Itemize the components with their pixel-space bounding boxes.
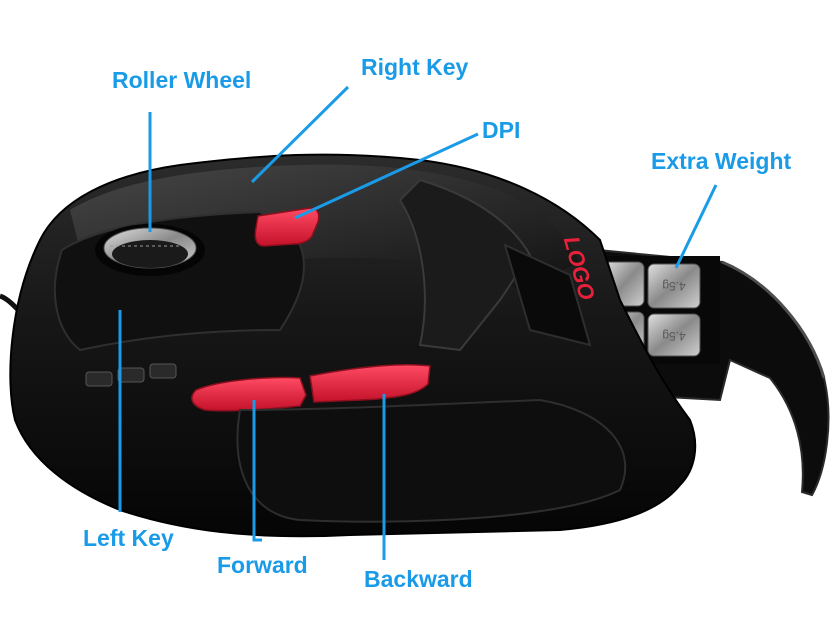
leader-dpi (294, 132, 479, 220)
callout-lines (118, 85, 718, 560)
dpi-button (254, 207, 320, 247)
side-buttons (85, 363, 177, 387)
label-dpi: DPI (482, 117, 521, 143)
label-forward: Forward (217, 552, 308, 578)
label-left-key: Left Key (83, 525, 174, 551)
weight-marking-1: 4.5g (662, 279, 685, 293)
thumb-rest (236, 398, 627, 523)
label-right-key: Right Key (361, 54, 469, 80)
label-roller-wheel: Roller Wheel (112, 67, 252, 93)
leader-extra-weight (674, 184, 718, 269)
leader-forward (252, 400, 262, 542)
label-backward: Backward (364, 566, 473, 592)
side-vent (503, 243, 592, 347)
backward-button (309, 364, 431, 403)
leader-right-key (250, 85, 350, 184)
label-extra-weight: Extra Weight (651, 148, 792, 174)
forward-button (191, 376, 307, 412)
weight-marking-2: 4.5g (662, 329, 685, 343)
right-ridge (398, 178, 532, 352)
